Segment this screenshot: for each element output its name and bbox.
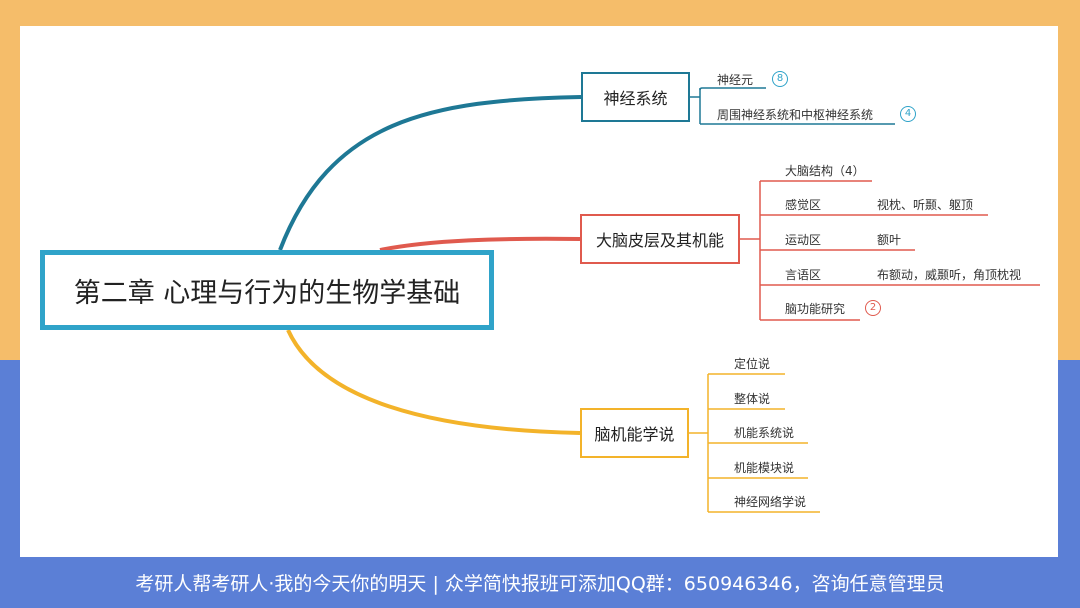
count-badge: 4 [900, 106, 916, 122]
branch-label: 脑机能学说 [594, 425, 675, 444]
leaf-peripheral-central[interactable]: 周围神经系统和中枢神经系统 [717, 108, 874, 122]
connector-nervous [278, 95, 582, 251]
branch-label: 大脑皮层及其机能 [595, 231, 724, 250]
leaf-brain-research[interactable]: 脑功能研究 [785, 302, 846, 316]
leaf-sensory-area[interactable]: 感觉区 [785, 198, 822, 212]
branch-cortex-function[interactable]: 大脑皮层及其机能 [580, 214, 740, 264]
leaf-brain-structure[interactable]: 大脑结构（4） [785, 164, 865, 178]
connector-cortex [379, 236, 581, 252]
count-badge: 2 [865, 300, 881, 316]
branch-nervous-system[interactable]: 神经系统 [581, 72, 690, 122]
leaf-language-area[interactable]: 言语区 [785, 268, 822, 282]
root-topic[interactable]: 第二章 心理与行为的生物学基础 [40, 250, 494, 330]
leaf-holistic-theory[interactable]: 整体说 [734, 392, 771, 406]
leaf-motor-detail[interactable]: 额叶 [877, 233, 902, 247]
leaf-neuron[interactable]: 神经元 [717, 73, 754, 87]
count-badge: 8 [772, 71, 788, 87]
theory-sublines [689, 373, 820, 513]
nervous-sublines [690, 87, 895, 125]
leaf-sensory-detail[interactable]: 视枕、听颞、躯顶 [877, 198, 974, 212]
leaf-localization-theory[interactable]: 定位说 [734, 357, 771, 371]
leaf-neural-network-theory[interactable]: 神经网络学说 [734, 495, 807, 509]
footer-banner: 考研人帮考研人·我的今天你的明天 | 众学简快报班可添加QQ群：65094634… [135, 573, 945, 595]
cortex-sublines [740, 180, 1040, 321]
connector-theory [286, 329, 581, 435]
leaf-module-theory[interactable]: 机能模块说 [734, 461, 795, 475]
root-title: 第二章 心理与行为的生物学基础 [73, 277, 461, 309]
leaf-language-detail[interactable]: 布额动，威颞听，角顶枕视 [877, 268, 1022, 282]
branch-brain-theories[interactable]: 脑机能学说 [580, 408, 689, 458]
leaf-motor-area[interactable]: 运动区 [785, 233, 822, 247]
branch-label: 神经系统 [603, 89, 668, 108]
leaf-functional-system-theory[interactable]: 机能系统说 [734, 426, 795, 440]
